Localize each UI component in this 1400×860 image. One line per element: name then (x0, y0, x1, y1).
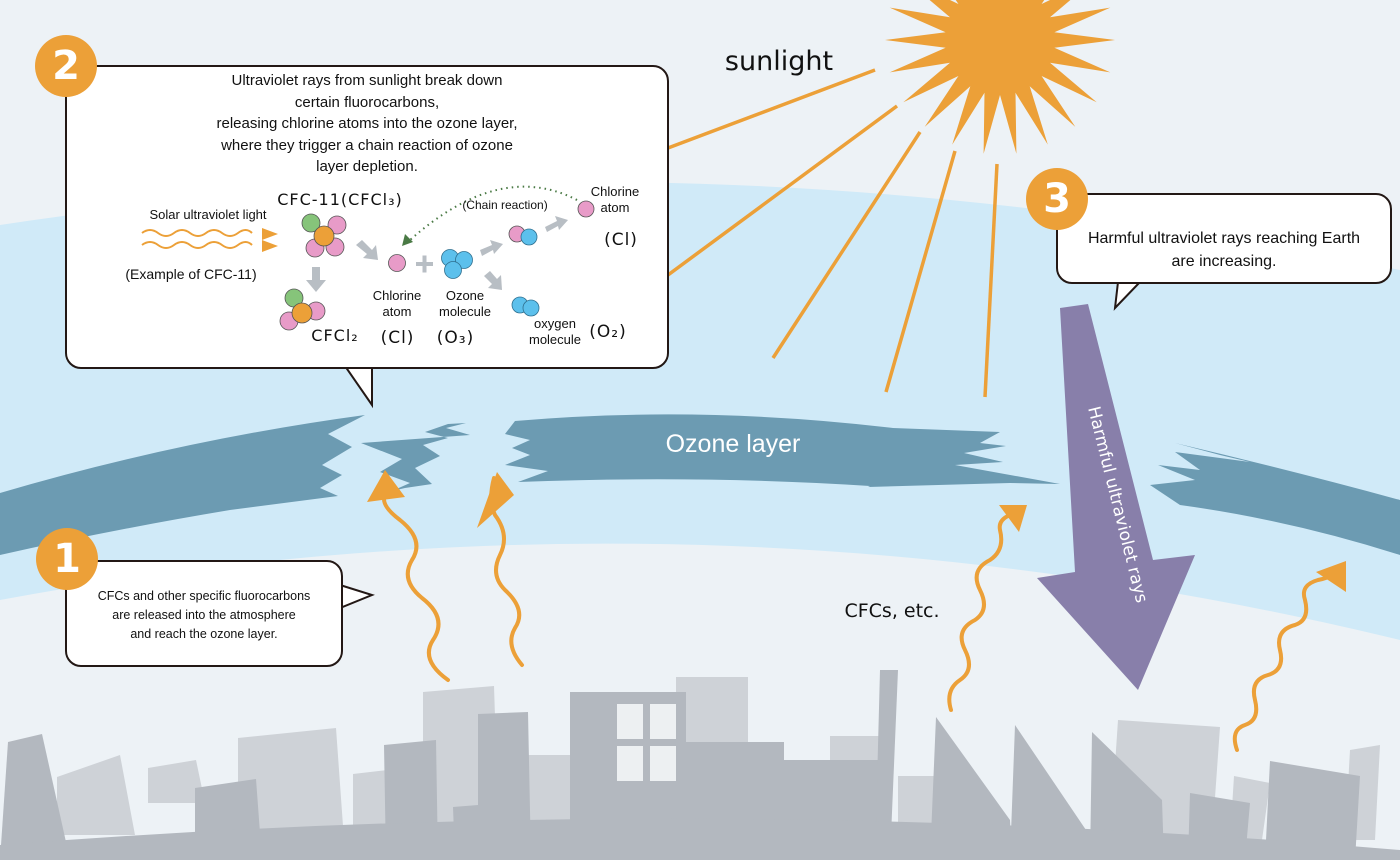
chlorine-atom-label: Chlorine atom (362, 288, 432, 320)
cfc-wavy-arrow (382, 493, 450, 682)
cfc-wavy-arrow (947, 513, 1012, 712)
chain-reaction-arrow (409, 185, 578, 241)
callout-1-line: are released into the atmosphere (112, 608, 296, 622)
cfc11-molecule-icon (301, 213, 347, 258)
arrow-icon (480, 240, 503, 256)
cfc11-label: CFC-11(CFCl₃) (277, 190, 403, 209)
ozone-segment-right (1150, 443, 1400, 555)
ozone-layer (0, 414, 1400, 555)
building-windows (617, 704, 676, 781)
oxygen-symbol: (O₂) (589, 322, 627, 342)
chlorine-atom-icon (388, 254, 406, 272)
ozone-fragment-mid (361, 423, 470, 491)
callout-1-text: CFCs and other specific fluorocarbons ar… (67, 587, 341, 644)
label-line: Chlorine (372, 288, 422, 303)
sun-ray (666, 104, 899, 277)
ozone-segment-center (505, 414, 1060, 487)
label-line: oxygen (534, 316, 576, 331)
sun-ray (884, 150, 957, 393)
oxygen-molecule-label: oxygen molecule (520, 316, 590, 348)
callout-3-text: Harmful ultraviolet rays reaching Earth … (1058, 227, 1390, 273)
cfcl2-label: CFCl₂ (311, 326, 359, 345)
cfc-wavy-arrow (1232, 573, 1334, 752)
ozone-molecule-icon (441, 249, 473, 279)
chlorine-monoxide-icon (508, 225, 538, 246)
chlorine-symbol: (Cl) (380, 328, 415, 348)
callout-2-text: Ultraviolet rays from sunlight break dow… (67, 70, 667, 178)
cfc-arrowheads (367, 470, 1346, 592)
callout-2-line: layer depletion. (316, 158, 418, 175)
sunlight-rays (666, 68, 999, 398)
callout-2-line: certain fluorocarbons, (294, 93, 440, 111)
label-line: atom (382, 304, 412, 319)
solar-uv-arrowheads (262, 228, 278, 252)
label-line: molecule (528, 332, 582, 347)
process-arrows (306, 216, 568, 292)
callout-1-line: and reach the ozone layer. (130, 627, 278, 641)
step-3-badge: 3 (1026, 168, 1088, 230)
sun-icon (885, 0, 1115, 154)
chain-reaction-arrowhead (402, 234, 413, 246)
cfcs-label: CFCs, etc. (844, 600, 939, 622)
label-line: atom (600, 200, 630, 215)
sun-ray (983, 163, 999, 398)
callout-2-line: where they trigger a chain reaction of o… (221, 136, 513, 154)
callout-2-bubble: Ultraviolet rays from sunlight break dow… (65, 65, 669, 369)
step-2-badge: 2 (35, 35, 97, 97)
callout-1-bubble: CFCs and other specific fluorocarbons ar… (65, 560, 343, 667)
uv-arrow-shape (1037, 304, 1195, 690)
ozone-segment-left (0, 415, 365, 555)
ozone-symbol: (O₃) (436, 328, 475, 348)
sun-ray (667, 68, 876, 150)
chlorine-atom-right-label: Chlorine atom (590, 184, 640, 216)
callout-2-line: releasing chlorine atoms into the ozone … (216, 115, 518, 132)
step-1-badge: 1 (36, 528, 98, 590)
callout-3-line: Harmful ultraviolet rays reaching Earth (1087, 230, 1361, 247)
callout-3-line: are increasing. (1171, 253, 1277, 270)
arrow-icon (356, 240, 378, 260)
arrow-icon (306, 267, 326, 292)
arrow-icon (484, 271, 502, 290)
chlorine-atom-right-icon (577, 200, 595, 218)
callout-1-line: CFCs and other specific fluorocarbons (97, 589, 311, 603)
cfcl2-molecule-icon (279, 288, 326, 331)
oxygen-molecule-icon (511, 296, 540, 317)
arrow-icon (545, 216, 568, 232)
ozone-layer-label: Ozone layer (666, 430, 801, 458)
solar-uv-label: Solar ultraviolet light (149, 207, 267, 222)
solar-uv-waves (141, 229, 253, 249)
label-line: molecule (438, 304, 492, 319)
buildings-front (0, 670, 1400, 860)
label-line: Ozone (445, 288, 485, 303)
example-label: (Example of CFC-11) (125, 266, 257, 282)
callout-3-bubble: Harmful ultraviolet rays reaching Earth … (1056, 193, 1392, 284)
sunlight-label: sunlight (725, 46, 833, 77)
city-skyline (0, 670, 1400, 860)
callout-2-line: Ultraviolet rays from sunlight break dow… (231, 72, 503, 89)
ozone-molecule-label: Ozone molecule (425, 288, 505, 320)
label-line: Chlorine (590, 184, 640, 199)
chlorine-right-symbol: (Cl) (604, 230, 638, 250)
sun-ray (771, 131, 922, 359)
chain-reaction-label: (Chain reaction) (462, 198, 548, 212)
plus-icon (416, 255, 433, 273)
